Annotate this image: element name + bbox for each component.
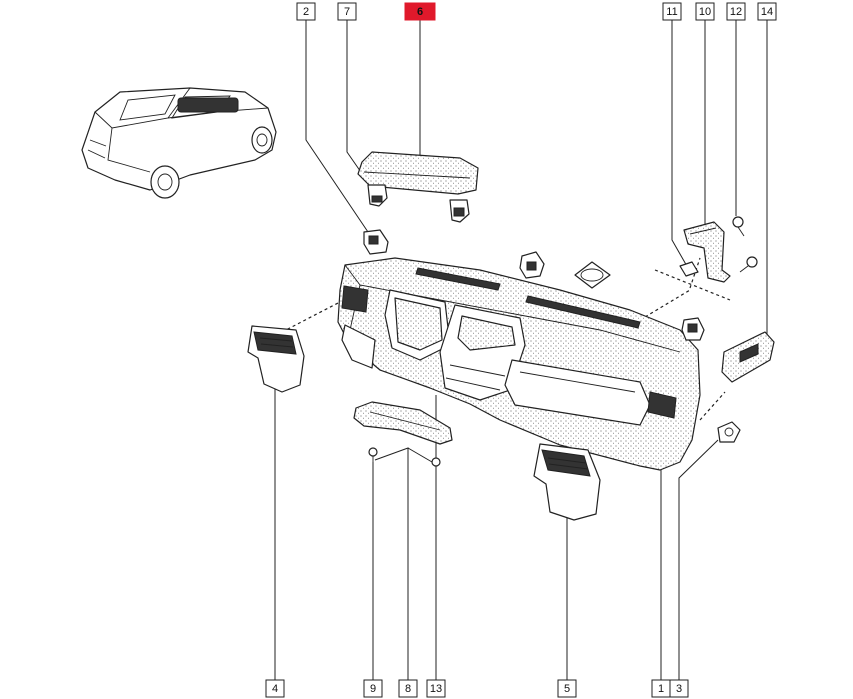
part-8-lower-bracket [353, 401, 453, 445]
callout-1: 1 [651, 679, 671, 698]
callout-3-label: 3 [676, 683, 682, 695]
callout-12: 12 [726, 2, 746, 21]
callout-8-label: 8 [405, 683, 411, 695]
callout-8: 8 [398, 679, 418, 698]
part-2-clip [363, 229, 389, 255]
callout-13: 13 [426, 679, 446, 698]
part-3-knob [717, 421, 741, 443]
callout-7-label: 7 [344, 6, 350, 18]
speaker-grille [574, 261, 611, 289]
callout-3: 3 [669, 679, 689, 698]
callout-14: 14 [757, 2, 777, 21]
callout-12-label: 12 [730, 6, 742, 18]
part-10-mounting-bracket [683, 221, 731, 283]
callout-2-label: 2 [303, 6, 309, 18]
dashboard-assembly [337, 257, 701, 471]
part-7-brackets [367, 184, 470, 223]
part-6-top-cover [357, 151, 479, 195]
part-13-screw [431, 457, 441, 478]
part-9-screw [368, 447, 378, 464]
dashboard-location-marker [177, 97, 239, 113]
callout-9: 9 [363, 679, 383, 698]
callout-5: 5 [557, 679, 577, 698]
part-11-nut [679, 261, 699, 277]
callout-14-label: 14 [761, 6, 773, 18]
callout-13-label: 13 [430, 683, 442, 695]
callout-4-label: 4 [272, 683, 278, 695]
dash-top-bracket [519, 251, 545, 279]
callout-6-highlighted: 6 [404, 2, 436, 21]
vehicle-location-inset [81, 87, 277, 199]
part-12-screws [732, 216, 758, 273]
part-4-left-vent [247, 325, 305, 393]
callout-4: 4 [265, 679, 285, 698]
callout-6-label: 6 [417, 6, 423, 18]
callout-7: 7 [337, 2, 357, 21]
right-side-clip [681, 317, 705, 341]
callout-11-label: 11 [666, 6, 677, 18]
callout-9-label: 9 [370, 683, 376, 695]
callout-5-label: 5 [564, 683, 570, 695]
callout-1-label: 1 [658, 683, 664, 695]
callout-11: 11 [662, 2, 682, 21]
callout-10-label: 10 [699, 6, 711, 18]
part-5-right-vent [533, 443, 601, 521]
callout-2: 2 [296, 2, 316, 21]
callout-10: 10 [695, 2, 715, 21]
part-14-side-panel [721, 331, 775, 383]
